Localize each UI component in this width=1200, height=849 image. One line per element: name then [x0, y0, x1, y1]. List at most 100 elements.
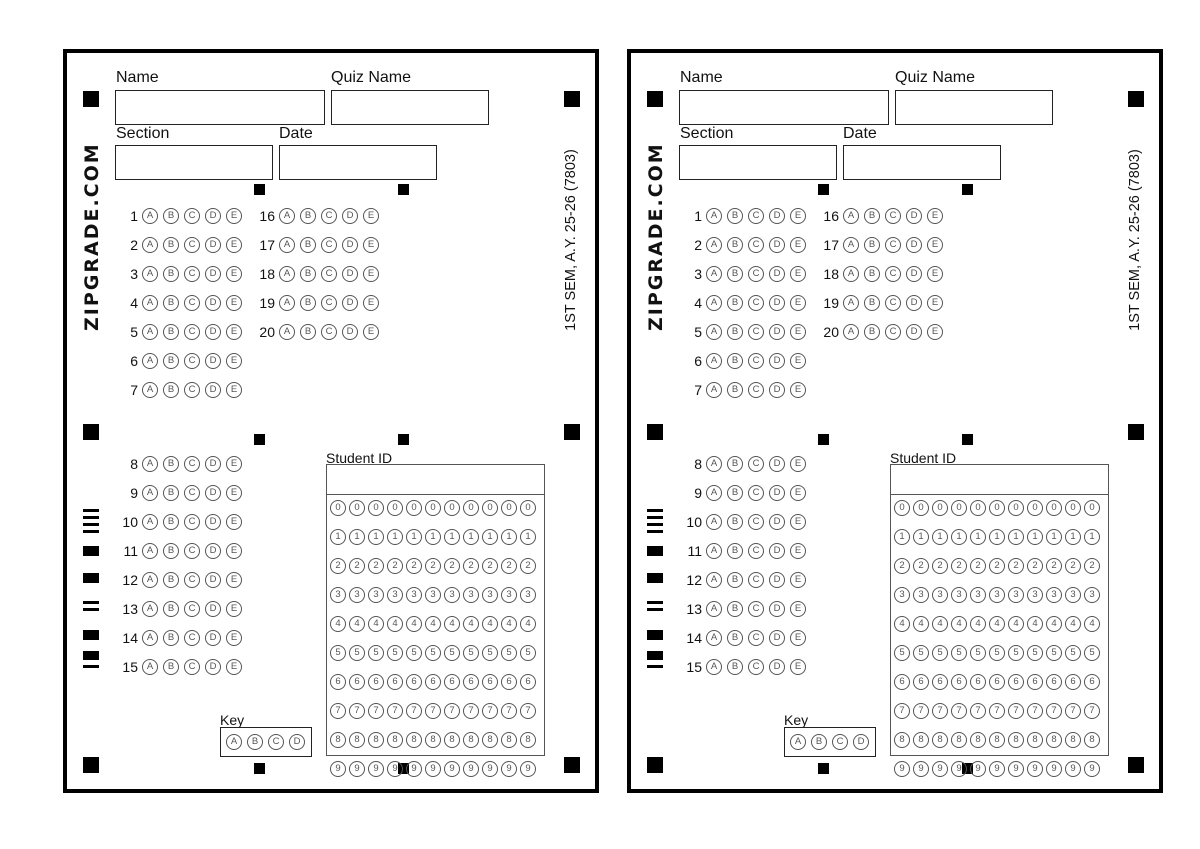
answer-bubble[interactable]: C [748, 237, 764, 253]
answer-bubble[interactable]: A [142, 514, 158, 530]
key-bubble[interactable]: D [853, 734, 869, 750]
key-bubble[interactable]: B [811, 734, 827, 750]
id-digit-bubble[interactable]: 6 [406, 674, 422, 690]
answer-bubble[interactable]: B [727, 572, 743, 588]
id-digit-bubble[interactable]: 1 [520, 529, 536, 545]
id-digit-bubble[interactable]: 8 [463, 732, 479, 748]
id-digit-bubble[interactable]: 0 [349, 500, 365, 516]
answer-bubble[interactable]: E [790, 208, 806, 224]
answer-bubble[interactable]: C [184, 208, 200, 224]
answer-bubble[interactable]: E [226, 324, 242, 340]
answer-bubble[interactable]: E [927, 295, 943, 311]
answer-bubble[interactable]: A [279, 208, 295, 224]
id-digit-box[interactable] [501, 465, 523, 494]
answer-bubble[interactable]: E [363, 208, 379, 224]
answer-bubble[interactable]: D [769, 659, 785, 675]
answer-bubble[interactable]: C [748, 659, 764, 675]
id-digit-bubble[interactable]: 0 [444, 500, 460, 516]
id-digit-bubble[interactable]: 9 [482, 761, 498, 777]
answer-bubble[interactable]: E [226, 237, 242, 253]
id-digit-bubble[interactable]: 5 [913, 645, 929, 661]
answer-bubble[interactable]: C [748, 543, 764, 559]
id-digit-bubble[interactable]: 2 [1084, 558, 1100, 574]
id-digit-bubble[interactable]: 4 [330, 616, 346, 632]
answer-bubble[interactable]: A [279, 237, 295, 253]
id-digit-bubble[interactable]: 8 [501, 732, 517, 748]
id-digit-bubble[interactable]: 5 [463, 645, 479, 661]
id-digit-bubble[interactable]: 4 [1065, 616, 1081, 632]
answer-bubble[interactable]: C [748, 353, 764, 369]
answer-bubble[interactable]: B [727, 514, 743, 530]
id-digit-bubble[interactable]: 0 [989, 500, 1005, 516]
answer-bubble[interactable]: A [843, 324, 859, 340]
id-digit-bubble[interactable]: 3 [989, 587, 1005, 603]
answer-bubble[interactable]: E [790, 514, 806, 530]
id-digit-bubble[interactable]: 2 [1027, 558, 1043, 574]
id-digit-bubble[interactable]: 9 [368, 761, 384, 777]
id-digit-bubble[interactable]: 7 [1008, 703, 1024, 719]
id-digit-box[interactable] [435, 465, 457, 494]
answer-bubble[interactable]: C [184, 237, 200, 253]
id-digit-bubble[interactable]: 9 [1065, 761, 1081, 777]
section-field[interactable] [679, 145, 837, 180]
id-digit-bubble[interactable]: 0 [368, 500, 384, 516]
answer-bubble[interactable]: D [205, 237, 221, 253]
id-digit-bubble[interactable]: 2 [1046, 558, 1062, 574]
id-digit-box[interactable] [999, 465, 1021, 494]
answer-bubble[interactable]: A [706, 237, 722, 253]
id-digit-bubble[interactable]: 8 [1008, 732, 1024, 748]
id-digit-bubble[interactable]: 9 [444, 761, 460, 777]
id-digit-bubble[interactable]: 4 [1027, 616, 1043, 632]
answer-bubble[interactable]: C [885, 266, 901, 282]
answer-bubble[interactable]: A [142, 659, 158, 675]
answer-bubble[interactable]: B [864, 324, 880, 340]
answer-bubble[interactable]: C [184, 266, 200, 282]
id-digit-bubble[interactable]: 4 [520, 616, 536, 632]
id-digit-bubble[interactable]: 9 [989, 761, 1005, 777]
answer-bubble[interactable]: B [727, 543, 743, 559]
answer-bubble[interactable]: A [142, 543, 158, 559]
id-digit-bubble[interactable]: 4 [932, 616, 948, 632]
answer-bubble[interactable]: E [226, 353, 242, 369]
id-digit-bubble[interactable]: 3 [932, 587, 948, 603]
answer-bubble[interactable]: C [184, 630, 200, 646]
id-digit-bubble[interactable]: 6 [501, 674, 517, 690]
id-digit-box[interactable] [1086, 465, 1108, 494]
answer-bubble[interactable]: A [706, 601, 722, 617]
answer-bubble[interactable]: A [843, 266, 859, 282]
id-digit-bubble[interactable]: 8 [989, 732, 1005, 748]
answer-bubble[interactable]: D [342, 295, 358, 311]
id-digit-bubble[interactable]: 9 [387, 761, 403, 777]
answer-bubble[interactable]: D [205, 543, 221, 559]
answer-bubble[interactable]: D [769, 572, 785, 588]
id-digit-bubble[interactable]: 5 [1065, 645, 1081, 661]
answer-bubble[interactable]: E [226, 601, 242, 617]
id-digit-bubble[interactable]: 9 [463, 761, 479, 777]
id-digit-bubble[interactable]: 5 [444, 645, 460, 661]
id-digit-bubble[interactable]: 7 [1027, 703, 1043, 719]
id-digit-bubble[interactable]: 4 [482, 616, 498, 632]
answer-bubble[interactable]: E [363, 324, 379, 340]
id-digit-bubble[interactable]: 6 [1008, 674, 1024, 690]
answer-bubble[interactable]: E [226, 208, 242, 224]
id-digit-bubble[interactable]: 7 [970, 703, 986, 719]
answer-bubble[interactable]: A [843, 295, 859, 311]
id-digit-bubble[interactable]: 4 [989, 616, 1005, 632]
id-digit-bubble[interactable]: 2 [970, 558, 986, 574]
id-digit-bubble[interactable]: 6 [330, 674, 346, 690]
id-digit-bubble[interactable]: 4 [444, 616, 460, 632]
answer-bubble[interactable]: E [790, 601, 806, 617]
answer-bubble[interactable]: C [184, 572, 200, 588]
id-digit-bubble[interactable]: 8 [368, 732, 384, 748]
answer-bubble[interactable]: D [205, 601, 221, 617]
id-digit-bubble[interactable]: 3 [520, 587, 536, 603]
answer-bubble[interactable]: C [748, 572, 764, 588]
id-digit-box[interactable] [522, 465, 544, 494]
id-digit-bubble[interactable]: 8 [349, 732, 365, 748]
id-digit-bubble[interactable]: 3 [482, 587, 498, 603]
answer-bubble[interactable]: A [706, 630, 722, 646]
id-digit-bubble[interactable]: 7 [932, 703, 948, 719]
id-digit-bubble[interactable]: 3 [387, 587, 403, 603]
id-digit-bubble[interactable]: 9 [894, 761, 910, 777]
id-digit-bubble[interactable]: 2 [463, 558, 479, 574]
